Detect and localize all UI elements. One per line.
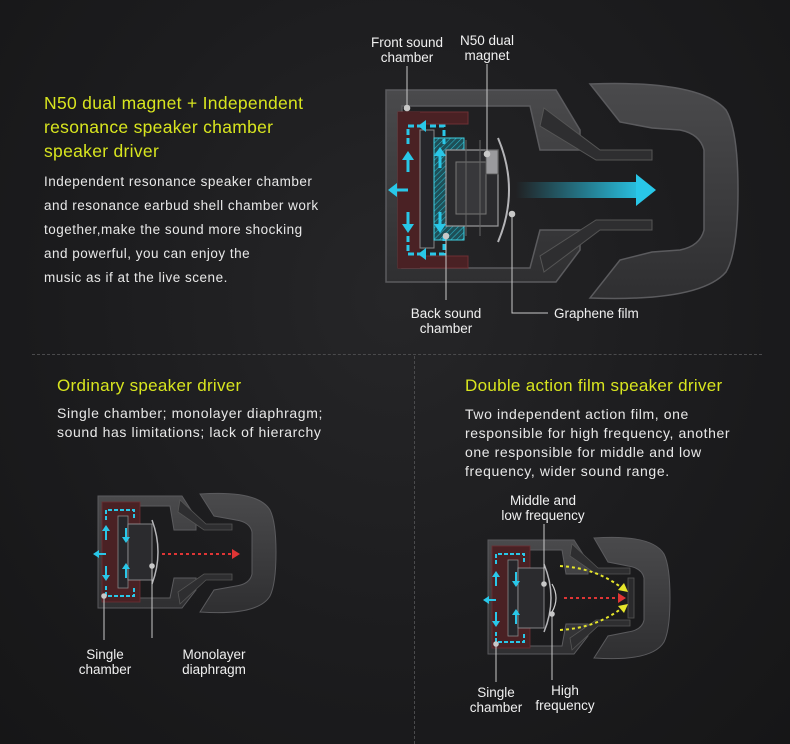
left-desc-line-2: sound has limitations; lack of hierarchy xyxy=(57,424,322,440)
top-desc-line-5: music as if at the live scene. xyxy=(44,270,228,285)
right-desc-line-2: responsible for high frequency, another xyxy=(465,425,731,441)
top-driver xyxy=(419,129,510,249)
top-desc-line-4: and powerful, you can enjoy the xyxy=(44,246,251,261)
section-divider-vertical xyxy=(414,356,415,744)
left-airflow-arrows xyxy=(93,509,135,597)
left-title: Ordinary speaker driver xyxy=(57,376,242,395)
top-title-line-1: N50 dual magnet + Independent xyxy=(44,93,304,113)
right-high-frequency-arrow xyxy=(564,593,626,603)
left-desc-line-1: Single chamber; monolayer diaphragm; xyxy=(57,405,323,421)
top-title-line-3: speaker driver xyxy=(44,141,160,161)
label-graphene-film: Graphene film xyxy=(554,306,639,321)
top-title-line-2: resonance speaker chamber xyxy=(44,117,274,137)
right-title: Double action film speaker driver xyxy=(465,376,723,395)
right-airflow-arrows xyxy=(483,553,525,643)
right-desc-line-1: Two independent action film, one xyxy=(465,406,689,422)
right-desc-line-4: frequency, wider sound range. xyxy=(465,463,670,479)
section-divider-horizontal xyxy=(32,354,762,355)
top-airflow-arrows xyxy=(388,120,446,260)
right-desc-line-3: one responsible for middle and low xyxy=(465,444,702,460)
right-driver xyxy=(507,559,557,637)
left-driver xyxy=(117,515,159,589)
top-desc-line-3: together,make the sound more shocking xyxy=(44,222,303,237)
top-sound-beam xyxy=(516,174,656,206)
top-back-chamber xyxy=(397,111,469,269)
right-middle-low-arrows xyxy=(559,565,628,631)
top-desc-line-1: Independent resonance speaker chamber xyxy=(44,174,313,189)
top-shell xyxy=(385,82,739,300)
right-pointer-lines xyxy=(493,524,555,682)
left-sound-arrow xyxy=(162,549,240,559)
left-pointer-lines xyxy=(101,563,155,640)
top-pointer-lines xyxy=(403,64,548,314)
top-desc-line-2: and resonance earbud shell chamber work xyxy=(44,198,319,213)
